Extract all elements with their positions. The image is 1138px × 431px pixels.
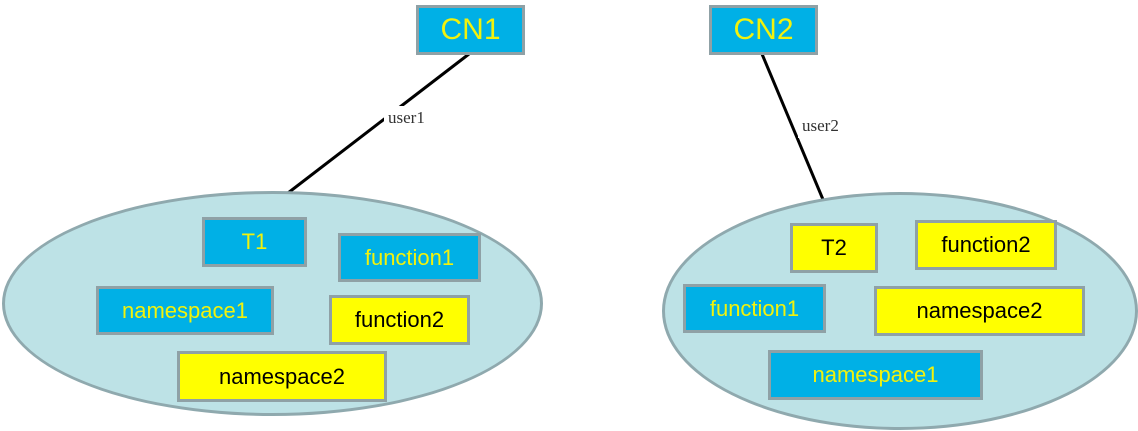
node-cn1: CN1 [416, 5, 525, 55]
node-right-namespace2: namespace2 [874, 286, 1085, 336]
node-right-t2: T2 [790, 223, 878, 273]
edge-cn2-to-t2 [760, 53, 835, 223]
node-right-namespace1: namespace1 [768, 350, 983, 400]
node-right-function2: function2 [915, 220, 1057, 270]
edge-label-user2: user2 [798, 114, 843, 138]
node-left-function2: function2 [329, 295, 470, 345]
edge-label-user1: user1 [384, 106, 429, 130]
edge-cn1-to-t1 [256, 52, 470, 218]
node-left-t1: T1 [202, 217, 307, 267]
node-left-namespace1: namespace1 [96, 286, 274, 335]
node-right-function1: function1 [683, 284, 826, 333]
node-left-namespace2: namespace2 [177, 351, 387, 402]
node-cn2: CN2 [709, 5, 818, 55]
node-left-function1: function1 [338, 233, 481, 282]
